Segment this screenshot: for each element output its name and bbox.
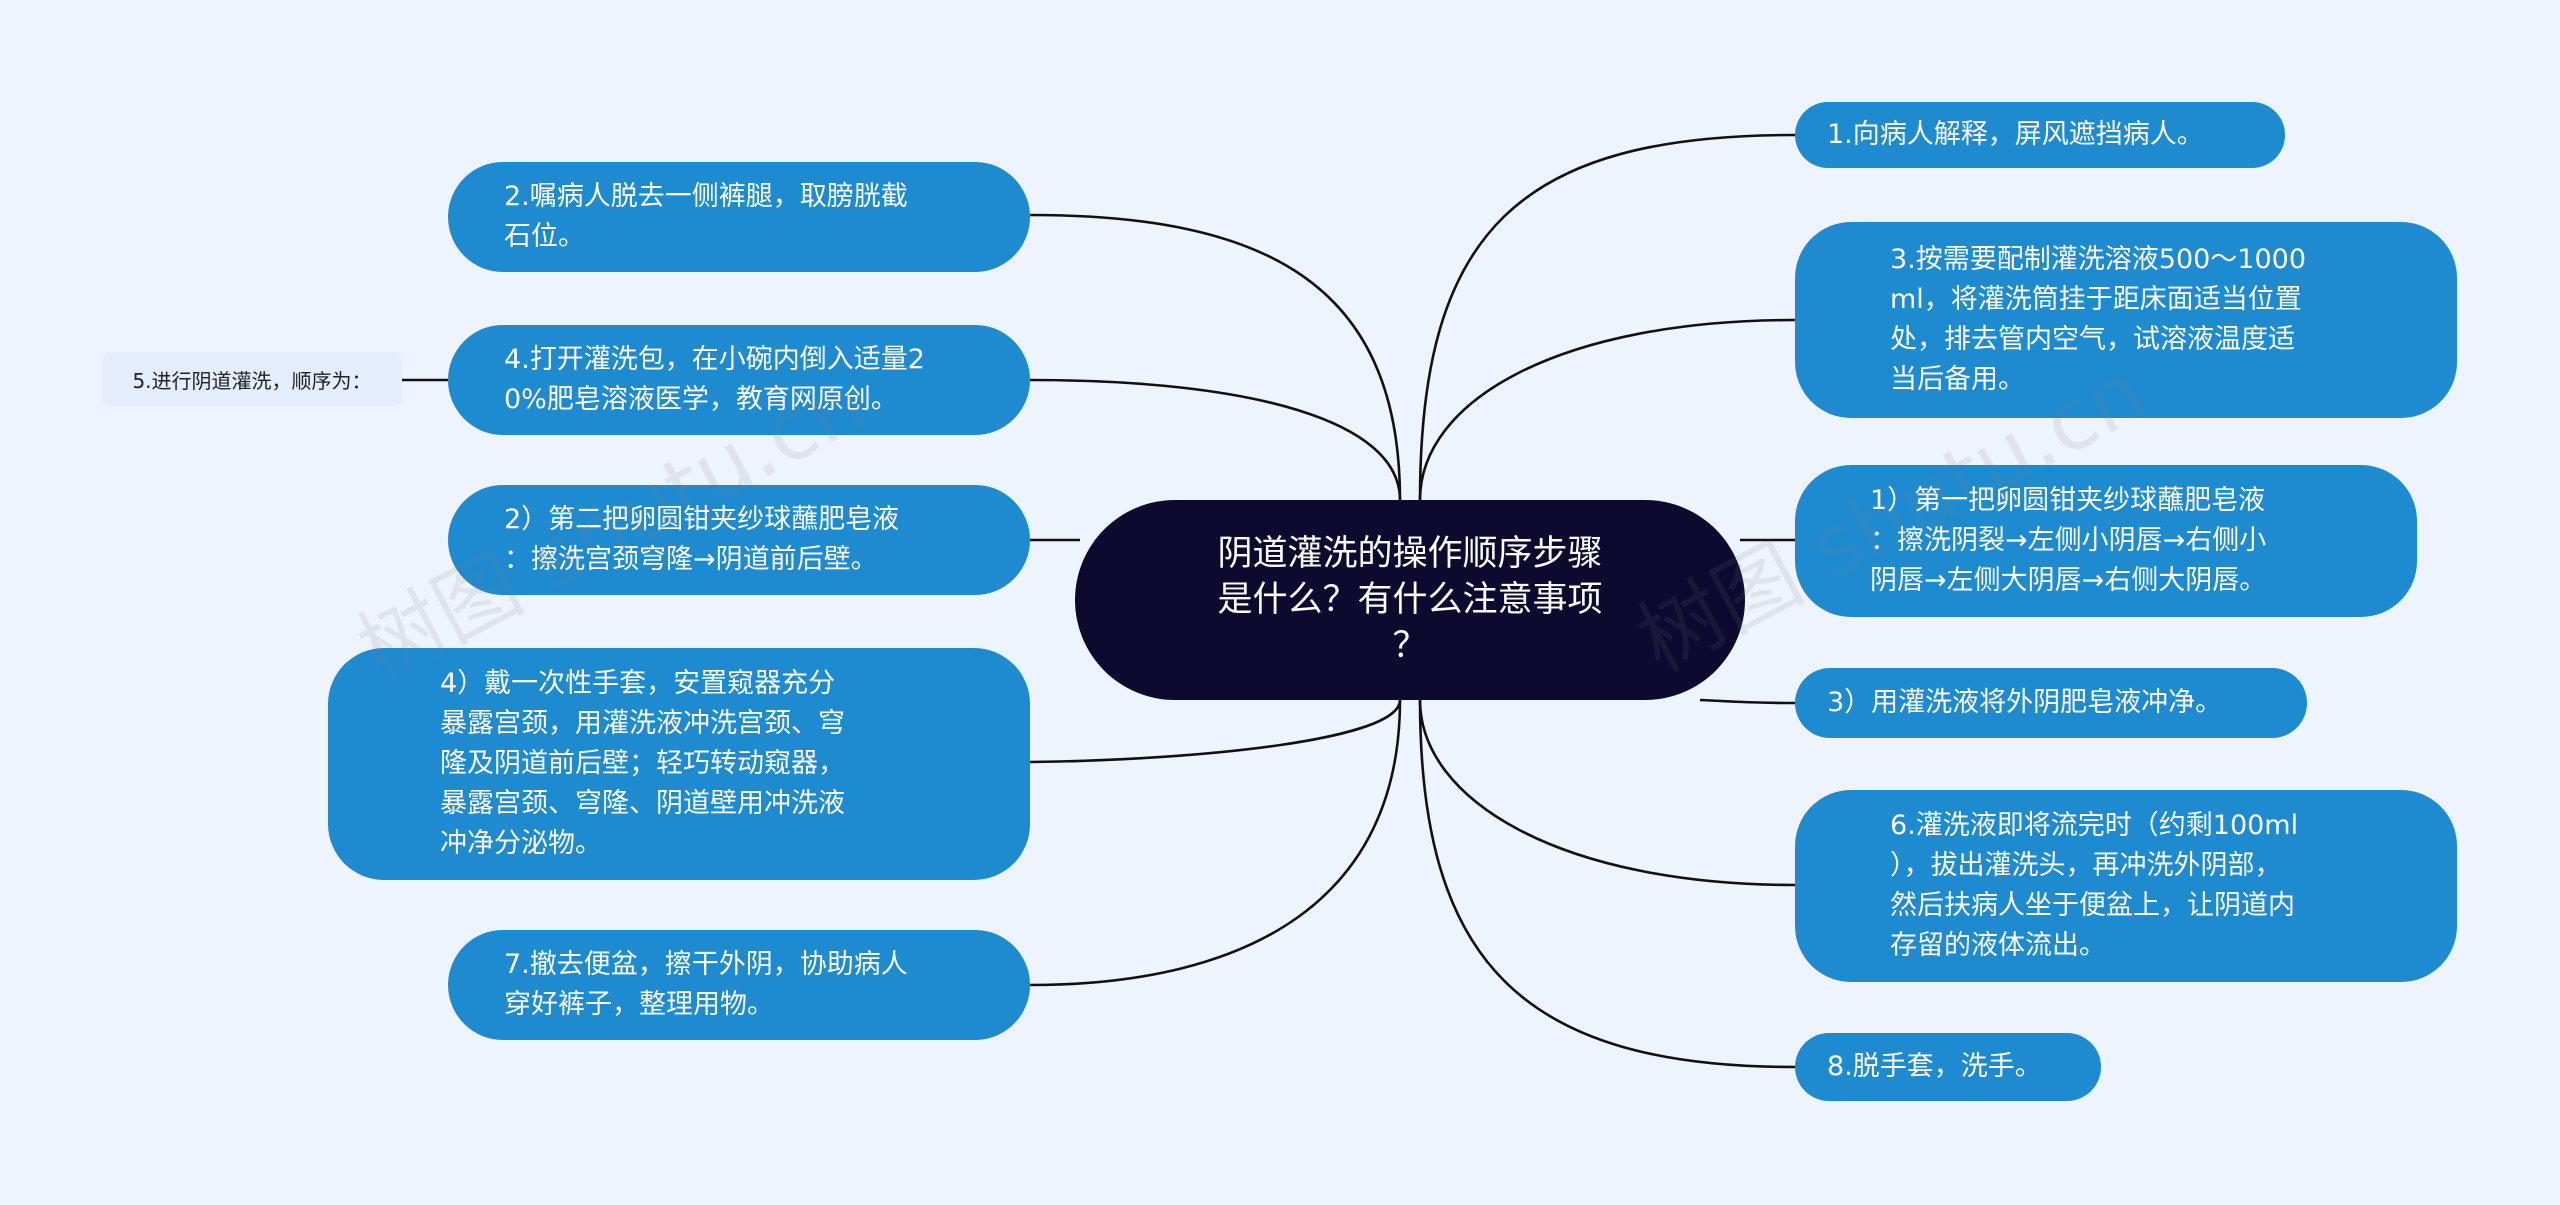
topic-step-4-label: 4.打开灌洗包，在小碗内倒入适量2 0%肥皂溶液医学，教育网原创。 [504, 344, 925, 415]
topic-step-4[interactable]: 4.打开灌洗包，在小碗内倒入适量2 0%肥皂溶液医学，教育网原创。 [448, 325, 1030, 435]
topic-step-1-label: 1.向病人解释，屏风遮挡病人。 [1827, 119, 2204, 150]
topic-step-3[interactable]: 3.按需要配制灌洗溶液500～1000 ml，将灌洗筒挂于距床面适当位置 处，排… [1795, 222, 2457, 418]
connector-root-n6 [1418, 699, 1796, 887]
topic-step-2[interactable]: 2.嘱病人脱去一侧裤腿，取膀胱截 石位。 [448, 162, 1030, 272]
topic-step-7-label: 7.撤去便盆，擦干外阴，协助病人 穿好裤子，整理用物。 [504, 949, 908, 1020]
topic-step-6[interactable]: 6.灌洗液即将流完时（约剩100ml ），拔出灌洗头，再冲洗外阴部， 然后扶病人… [1795, 790, 2457, 982]
connector-root-n5c [1699, 698, 1796, 705]
topic-substep-3-label: 3）用灌洗液将外阴肥皂液冲净。 [1827, 687, 2223, 718]
topic-substep-1-label: 1）第一把卵圆钳夹纱球蘸肥皂液 ：擦洗阴裂→左侧小阴唇→右侧小 阴唇→左侧大阴唇… [1870, 485, 2267, 596]
topic-substep-4[interactable]: 4）戴一次性手套，安置窥器充分 暴露宫颈，用灌洗液冲洗宫颈、穹 隆及阴道前后壁；… [328, 648, 1030, 880]
topic-substep-3[interactable]: 3）用灌洗液将外阴肥皂液冲净。 [1795, 668, 2307, 738]
connector-root-n7 [1029, 699, 1402, 987]
connector-root-n4 [1029, 378, 1402, 501]
root-topic-label: 阴道灌洗的操作顺序步骤 是什么？有什么注意事项 ？ [1217, 534, 1603, 666]
topic-substep-2-label: 2）第二把卵圆钳夹纱球蘸肥皂液 ：擦洗宫颈穹隆→阴道前后壁。 [504, 504, 900, 575]
side-label-step-5-text: 5.进行阴道灌洗，顺序为： [132, 368, 372, 393]
topic-substep-2[interactable]: 2）第二把卵圆钳夹纱球蘸肥皂液 ：擦洗宫颈穹隆→阴道前后壁。 [448, 485, 1030, 595]
connector-root-n3 [1418, 318, 1796, 501]
connector-root-n2 [1029, 213, 1402, 501]
root-topic[interactable]: 阴道灌洗的操作顺序步骤 是什么？有什么注意事项 ？ [1075, 500, 1745, 700]
side-label-step-5[interactable]: 5.进行阴道灌洗，顺序为： [102, 352, 402, 406]
topic-substep-4-label: 4）戴一次性手套，安置窥器充分 暴露宫颈，用灌洗液冲洗宫颈、穹 隆及阴道前后壁；… [440, 668, 845, 859]
topic-substep-1[interactable]: 1）第一把卵圆钳夹纱球蘸肥皂液 ：擦洗阴裂→左侧小阴唇→右侧小 阴唇→左侧大阴唇… [1795, 465, 2417, 617]
connector-root-n1 [1418, 133, 1796, 501]
topic-step-1[interactable]: 1.向病人解释，屏风遮挡病人。 [1795, 102, 2285, 168]
topic-step-8[interactable]: 8.脱手套，洗手。 [1795, 1033, 2101, 1101]
topic-step-2-label: 2.嘱病人脱去一侧裤腿，取膀胱截 石位。 [504, 181, 908, 252]
topic-step-6-label: 6.灌洗液即将流完时（约剩100ml ），拔出灌洗头，再冲洗外阴部， 然后扶病人… [1890, 810, 2299, 961]
topic-step-7[interactable]: 7.撤去便盆，擦干外阴，协助病人 穿好裤子，整理用物。 [448, 930, 1030, 1040]
topic-step-8-label: 8.脱手套，洗手。 [1827, 1051, 2042, 1082]
connector-root-n8 [1418, 699, 1796, 1069]
topic-step-3-label: 3.按需要配制灌洗溶液500～1000 ml，将灌洗筒挂于距床面适当位置 处，排… [1890, 244, 2307, 395]
connector-root-n5d [1029, 699, 1402, 764]
connector-lines [402, 133, 1796, 1069]
